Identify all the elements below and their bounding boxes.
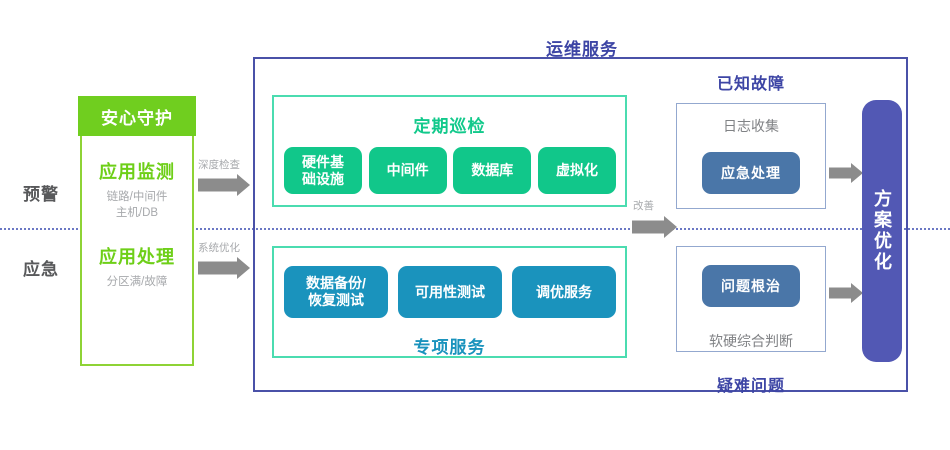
guard-block-monitoring: 应用监测 链路/中间件 主机/DB xyxy=(80,160,194,221)
arrow-label-deep-inspection: 深度检查 xyxy=(198,159,240,171)
arrow-known-fault-to-outcome-icon xyxy=(829,163,863,183)
special-item-tuning-service[interactable]: 调优服务 xyxy=(512,266,616,318)
guard-card-header: 安心守护 xyxy=(78,96,196,136)
arrow-label-system-optimization: 系统优化 xyxy=(198,242,240,254)
guard-monitoring-sub-line2: 主机/DB xyxy=(115,207,159,219)
guard-card-body xyxy=(80,96,194,366)
arrow-improve-icon xyxy=(632,216,677,238)
stage-divider-line xyxy=(0,228,950,230)
arrow-deep-inspection-icon xyxy=(198,174,250,196)
outcome-plan-optimization-bar: 方案优化 xyxy=(862,100,902,362)
hard-problem-heading: 疑难问题 xyxy=(716,378,785,395)
arrow-system-optimization-icon xyxy=(198,257,250,279)
guard-monitoring-sub-line1: 链路/中间件 xyxy=(106,191,168,203)
ops-service-title: 运维服务 xyxy=(546,40,618,59)
special-item-backup-restore[interactable]: 数据备份/ 恢复测试 xyxy=(284,266,388,318)
known-fault-subtitle: 日志收集 xyxy=(723,118,779,134)
special-service-title: 专项服务 xyxy=(413,338,486,357)
arrow-label-improve: 改善 xyxy=(633,200,654,212)
guard-block-handling-subtitle: 分区满/故障 xyxy=(80,274,194,290)
special-item-backup-line2: 恢复测试 xyxy=(307,292,364,308)
guard-block-monitoring-title: 应用监测 xyxy=(99,162,175,182)
known-fault-action-button[interactable]: 应急处理 xyxy=(702,152,800,194)
special-service-items: 数据备份/ 恢复测试 可用性测试 调优服务 xyxy=(284,266,616,318)
inspection-item-middleware[interactable]: 中间件 xyxy=(368,147,447,194)
inspection-item-virtualization[interactable]: 虚拟化 xyxy=(537,147,616,194)
periodic-inspection-items: 硬件基 础设施 中间件 数据库 虚拟化 xyxy=(284,147,616,194)
stage-label-warning: 预警 xyxy=(23,185,59,204)
inspection-item-hardware-line1: 硬件基 xyxy=(302,153,344,170)
guard-block-monitoring-subtitle: 链路/中间件 主机/DB xyxy=(80,189,194,221)
guard-block-handling-title: 应用处理 xyxy=(99,247,175,267)
inspection-item-hardware-line2: 础设施 xyxy=(302,170,344,187)
stage-label-emergency: 应急 xyxy=(23,260,59,279)
outcome-plan-optimization-label: 方案优化 xyxy=(872,189,892,273)
hard-problem-subtitle: 软硬综合判断 xyxy=(709,333,793,349)
special-item-backup-line1: 数据备份/ xyxy=(306,275,366,291)
periodic-inspection-title: 定期巡检 xyxy=(413,117,486,136)
guard-handling-sub-line1: 分区满/故障 xyxy=(106,276,168,288)
arrow-hard-problem-to-outcome-icon xyxy=(829,283,863,303)
hard-problem-action-button[interactable]: 问题根治 xyxy=(702,265,800,307)
inspection-item-database[interactable]: 数据库 xyxy=(453,147,532,194)
known-fault-heading: 已知故障 xyxy=(716,76,785,93)
special-item-availability-test[interactable]: 可用性测试 xyxy=(398,266,502,318)
ops-service-frame xyxy=(253,57,908,392)
guard-block-handling: 应用处理 分区满/故障 xyxy=(80,245,194,290)
inspection-item-hardware[interactable]: 硬件基 础设施 xyxy=(284,147,362,194)
